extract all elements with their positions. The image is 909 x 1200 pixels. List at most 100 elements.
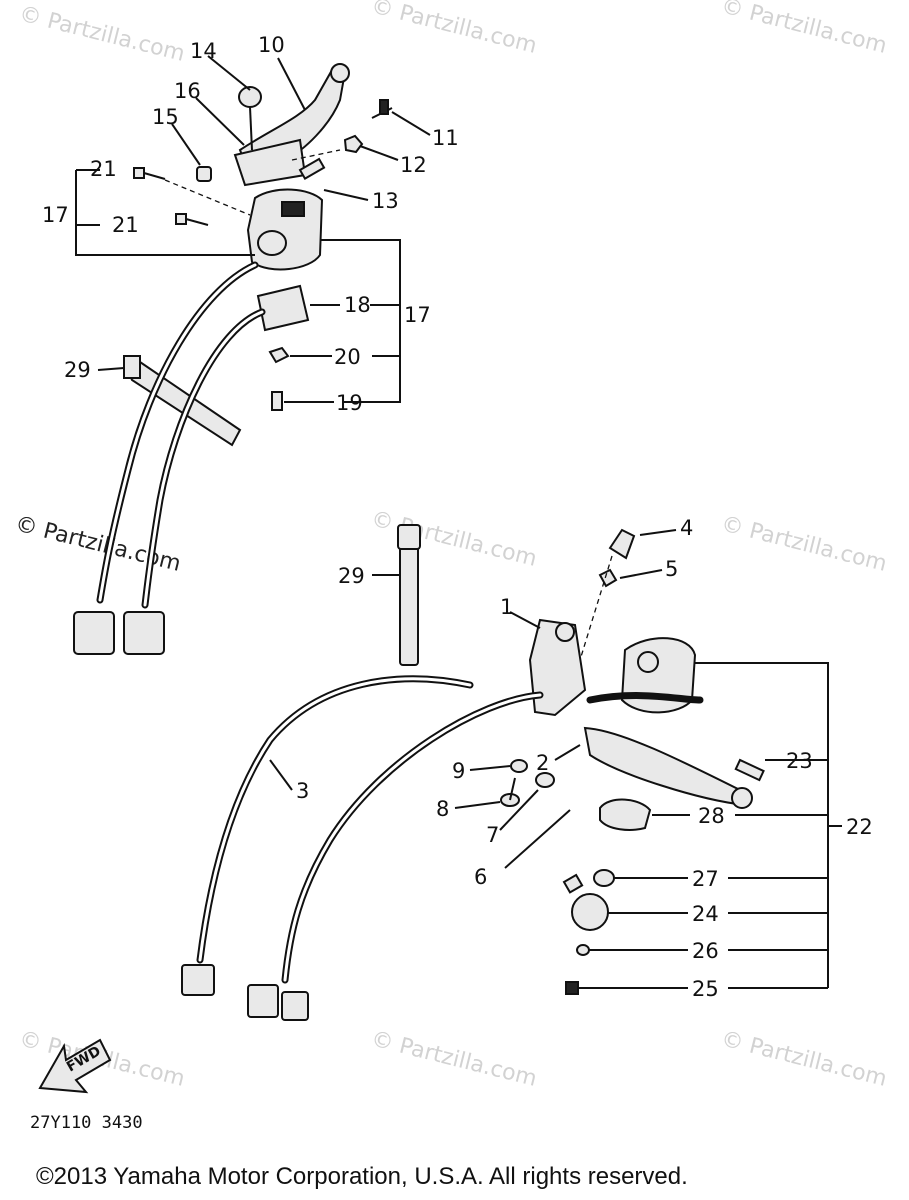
holder-boss	[555, 622, 575, 642]
washer-7	[535, 772, 555, 788]
callout-3: 3	[296, 779, 309, 803]
callout-28: 28	[698, 804, 725, 828]
copyright-notice: ©2013 Yamaha Motor Corporation, U.S.A. A…	[36, 1163, 688, 1190]
lever-2	[583, 726, 747, 807]
callout-29: 29	[64, 358, 91, 382]
callout-4: 4	[680, 516, 693, 540]
band-29-buckle	[123, 355, 141, 379]
callout-29: 29	[338, 564, 365, 588]
callout-26: 26	[692, 939, 719, 963]
watermark: © Partzilla.com	[719, 512, 890, 577]
strap-29-head	[397, 524, 421, 550]
bracket-22	[695, 662, 829, 988]
align-line	[291, 149, 341, 161]
strap-29	[399, 544, 419, 666]
nut-20	[268, 346, 290, 364]
connector-b	[123, 611, 165, 655]
bolt-shaft	[249, 106, 253, 151]
screw-19	[271, 391, 283, 411]
leader-14	[207, 55, 251, 91]
callout-14: 14	[190, 39, 217, 63]
lever-2-tip	[731, 787, 753, 809]
screw-13	[298, 157, 326, 181]
wire-harness-c-core	[283, 693, 542, 982]
leader-4	[639, 529, 677, 536]
callout-20: 20	[334, 345, 361, 369]
callout-23: 23	[786, 749, 813, 773]
part-27	[593, 869, 615, 887]
callout-19: 19	[336, 391, 363, 415]
callout-1: 1	[500, 595, 513, 619]
leader-7	[499, 789, 539, 831]
bolt-4	[608, 528, 636, 560]
screw-21b-head	[175, 213, 187, 225]
watermarks: © Partzilla.com © Partzilla.com © Partzi…	[13, 0, 890, 1092]
watermark: © Partzilla.com	[369, 0, 540, 59]
align-line	[164, 179, 251, 216]
callout-9: 9	[452, 759, 465, 783]
part-25	[565, 981, 579, 995]
leader-10	[277, 57, 306, 111]
wire-harness-b-core	[143, 310, 264, 607]
lever-tip	[330, 63, 350, 83]
screw-21b	[185, 218, 209, 226]
callout-21: 21	[90, 157, 117, 181]
switch-28	[599, 798, 652, 831]
watermark: © Partzilla.com	[369, 507, 540, 572]
callout-21: 21	[112, 213, 139, 237]
wire-harness-a-core	[98, 263, 257, 602]
nut-5	[598, 568, 618, 588]
connector-a	[73, 611, 115, 655]
callout-16: 16	[174, 79, 201, 103]
callout-25: 25	[692, 977, 719, 1001]
leader-3	[269, 759, 293, 791]
leader-15	[171, 123, 201, 166]
callout-6: 6	[474, 865, 487, 889]
wire-harness-d	[586, 692, 704, 704]
washer-15	[196, 166, 212, 182]
fwd-arrow-shape	[38, 1038, 112, 1094]
band-29	[126, 360, 242, 447]
cable-3	[196, 675, 474, 964]
leader-13	[323, 189, 369, 201]
bolt-23	[734, 758, 765, 782]
callout-17: 17	[42, 203, 69, 227]
bolt-8-shaft	[509, 777, 516, 801]
connector-e	[281, 991, 309, 1021]
pin-6	[504, 809, 571, 869]
callout-5: 5	[665, 557, 678, 581]
leader-12	[359, 145, 399, 161]
screw-21a	[143, 172, 166, 180]
cable-3-core	[198, 677, 472, 962]
leader-29	[97, 367, 125, 371]
callout-labels: 14 10 16 15 11 12 13 21 21 17 18 17 20 1…	[42, 33, 873, 1001]
leader-9	[469, 765, 511, 771]
bracket-17-left	[75, 170, 255, 256]
callout-8: 8	[436, 797, 449, 821]
callout-17: 17	[404, 303, 431, 327]
watermark: © Partzilla.com	[719, 1027, 890, 1092]
connector-c	[181, 964, 215, 996]
callout-27: 27	[692, 867, 719, 891]
switch-button	[281, 201, 305, 217]
part-26	[576, 944, 590, 956]
callout-15: 15	[152, 105, 179, 129]
wire-harness-c	[281, 691, 544, 984]
callout-2: 2	[536, 751, 549, 775]
callout-24: 24	[692, 902, 719, 926]
callout-10: 10	[258, 33, 285, 57]
fwd-arrow: FWD	[38, 1038, 112, 1094]
callout-13: 13	[372, 189, 399, 213]
screw-11-head	[379, 99, 389, 115]
switch-button-22	[637, 651, 659, 673]
diagram-code: 27Y110 3430	[30, 1113, 143, 1133]
align-line	[579, 555, 613, 661]
connector-d	[247, 984, 279, 1018]
right-lever-assembly	[181, 524, 842, 1021]
left-switch-assembly	[73, 55, 431, 655]
leader-8	[454, 801, 501, 809]
lower-housing-18	[256, 284, 310, 332]
watermark: © Partzilla.com	[17, 2, 188, 67]
leader-16	[195, 97, 245, 146]
